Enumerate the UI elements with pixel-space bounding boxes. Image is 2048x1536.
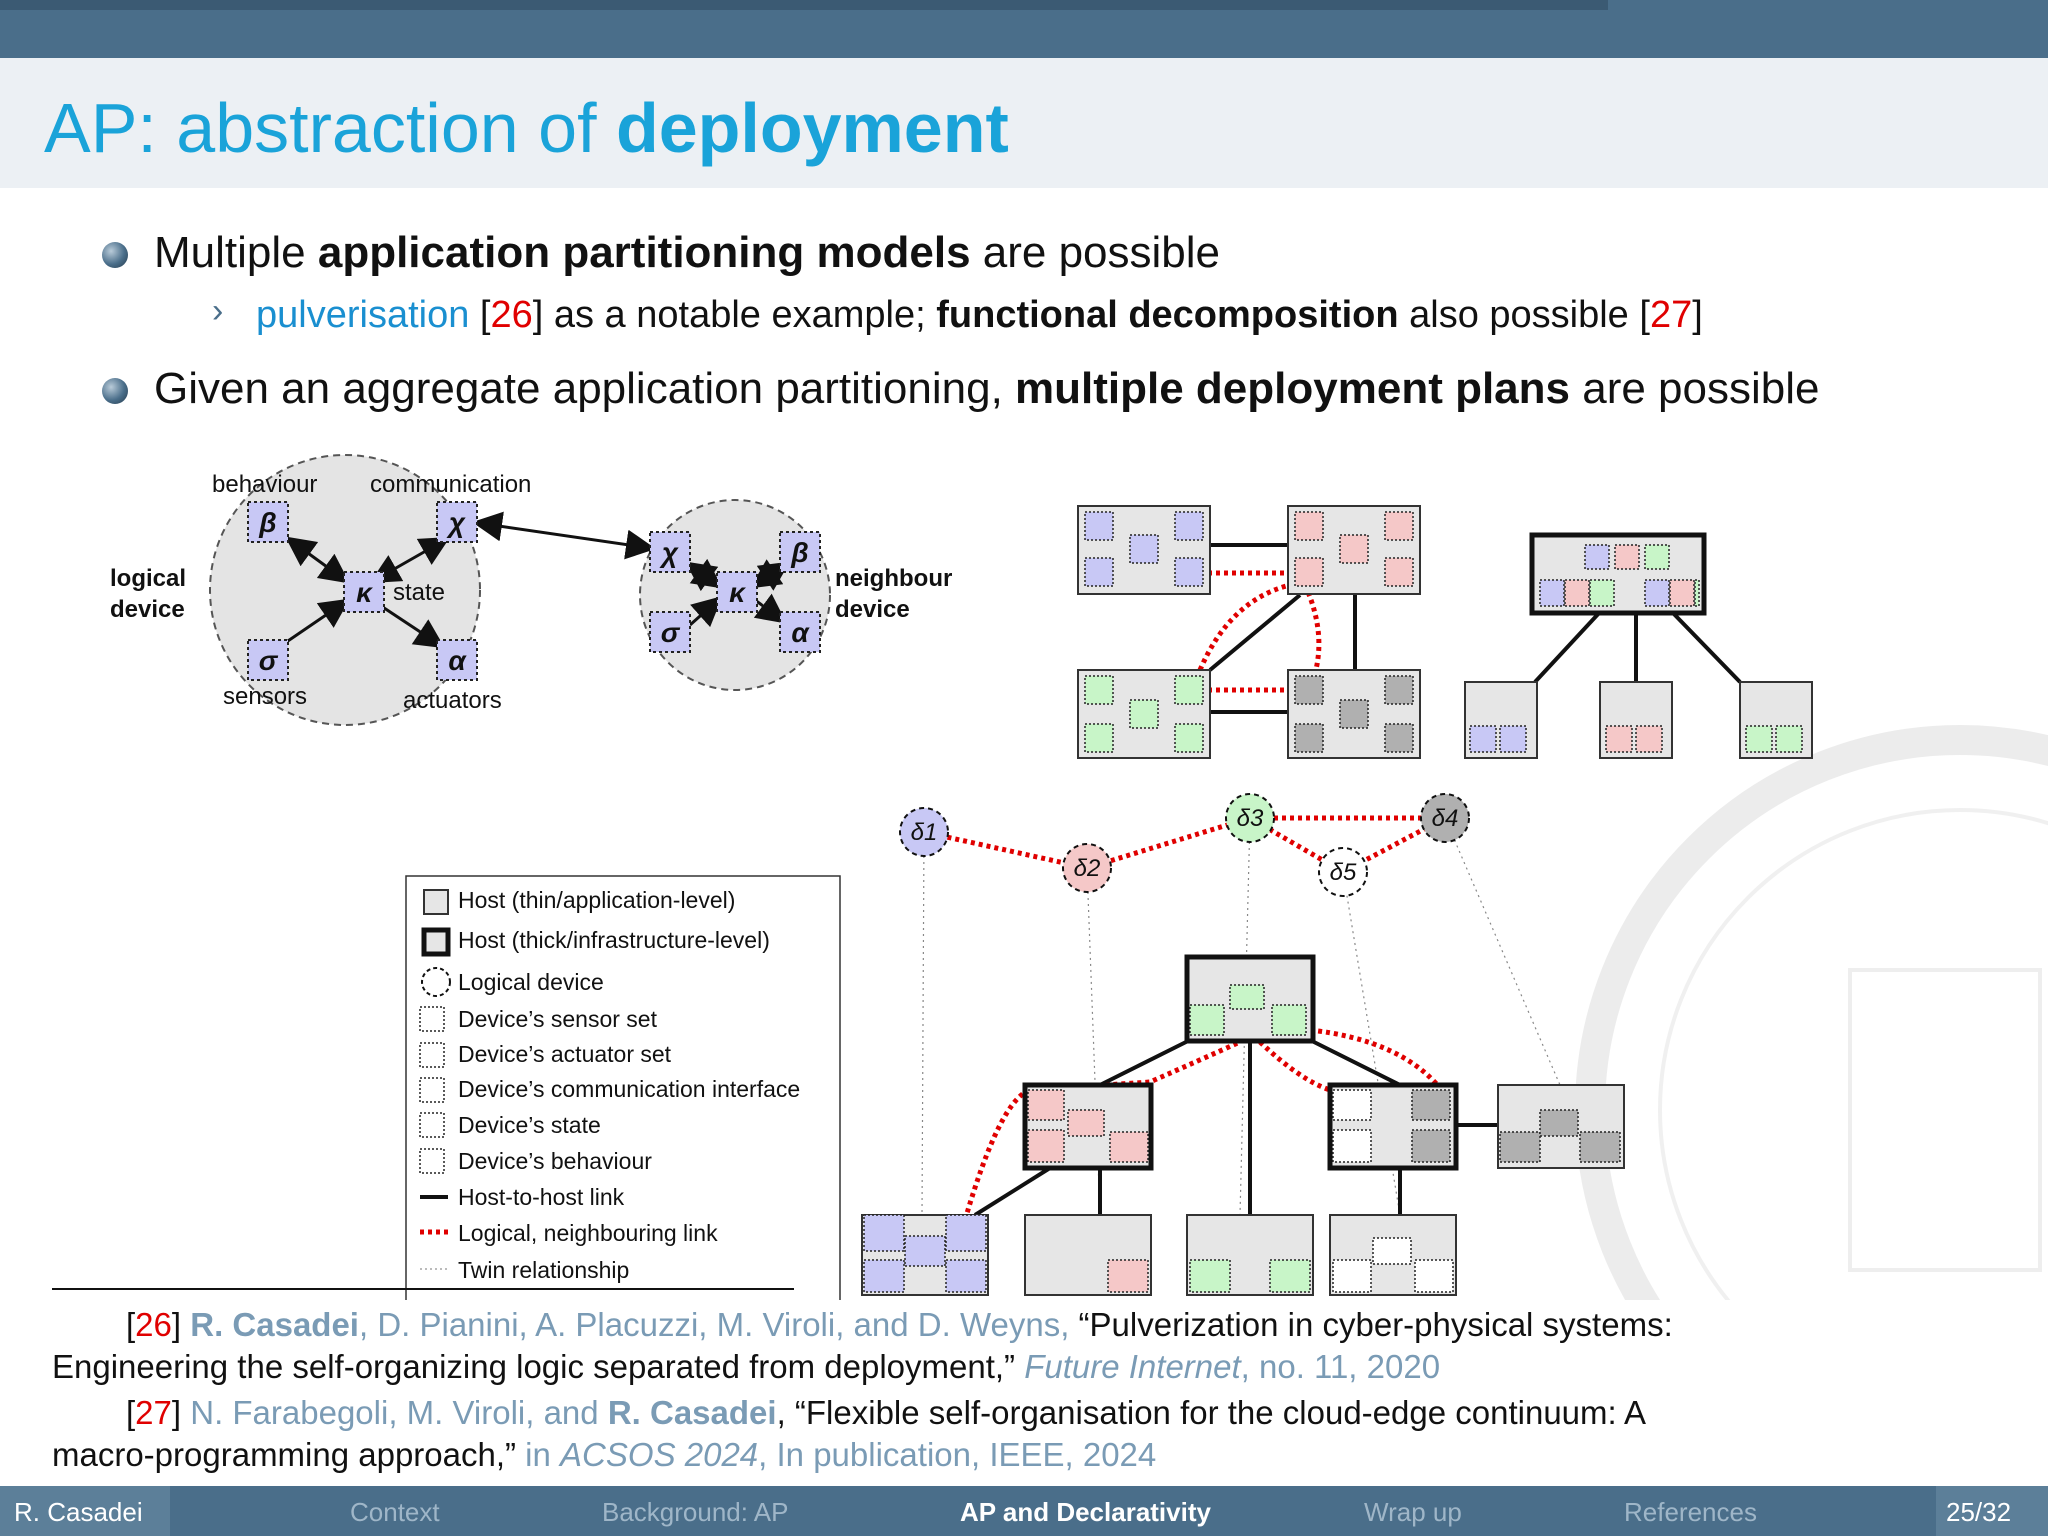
- legend-item-label: Device’s state: [458, 1112, 601, 1138]
- footer-section-wrap-up[interactable]: Wrap up: [1364, 1497, 1462, 1527]
- svg-text:δ5: δ5: [1330, 859, 1357, 886]
- bullet-2: Given an aggregate application partition…: [154, 364, 1820, 413]
- svg-text:σ: σ: [661, 617, 681, 648]
- delta-4-node: [1420, 793, 1470, 843]
- deployment-plan-1: [1077, 505, 1421, 759]
- reference-26-cont: Engineering the self-organizing logic se…: [52, 1348, 1441, 1385]
- legend-logical-device-swatch: [421, 967, 451, 997]
- slide-title: AP: abstraction of deployment: [44, 89, 1009, 167]
- communication-box: [436, 501, 478, 543]
- delta-5-node: [1318, 847, 1368, 897]
- legend-item-label: Logical device: [458, 969, 604, 995]
- legend-item-label: Logical, neighbouring link: [458, 1220, 718, 1246]
- footer-page-number: 25/32: [1936, 1486, 2048, 1536]
- reference-26: [26] R. Casadei, D. Pianini, A. Placuzzi…: [126, 1306, 1673, 1343]
- footer-section-ap-declarativity[interactable]: AP and Declarativity: [960, 1497, 1211, 1527]
- title-bar: [0, 58, 2048, 188]
- legend-item-label: Host-to-host link: [458, 1184, 625, 1210]
- svg-text:β: β: [258, 507, 276, 538]
- svg-text:sensors: sensors: [223, 683, 307, 710]
- legend-thick-host-swatch: [421, 927, 451, 957]
- legend-item-label: Device’s sensor set: [458, 1006, 658, 1032]
- reference-27: [27] N. Farabegoli, M. Viroli, and R. Ca…: [126, 1394, 1647, 1431]
- svg-text:χ: χ: [659, 537, 679, 568]
- pulverisation-link[interactable]: pulverisation: [256, 294, 470, 336]
- top-bar: [0, 0, 2048, 58]
- legend-item-label: Device’s actuator set: [458, 1041, 672, 1067]
- legend-item-label: Device’s communication interface: [458, 1076, 800, 1102]
- delta-3-node: [1225, 793, 1275, 843]
- logical-device-diagram: β χ κ σ α χ β κ σ α behaviour communicat…: [110, 454, 952, 726]
- svg-text:neighbour: neighbour: [835, 565, 952, 592]
- legend-item-label: Twin relationship: [458, 1257, 629, 1283]
- svg-text:device: device: [110, 596, 185, 623]
- reference-27-cont: macro-programming approach,” in ACSOS 20…: [52, 1436, 1157, 1473]
- footer-author: R. Casadei: [0, 1486, 170, 1536]
- svg-text:α: α: [791, 617, 810, 648]
- chevron-right-icon: ›: [212, 292, 224, 330]
- svg-text:σ: σ: [259, 645, 279, 676]
- legend-thin-host-swatch: [423, 889, 449, 915]
- svg-text:α: α: [448, 645, 467, 676]
- delta-1-node: [899, 807, 949, 857]
- references-rule: [52, 1288, 794, 1290]
- top-bar-progress: [0, 0, 1608, 10]
- svg-text:δ2: δ2: [1074, 855, 1101, 882]
- svg-text:device: device: [835, 596, 910, 623]
- svg-text:κ: κ: [729, 577, 746, 608]
- legend: Host (thin/application-level) Host (thick…: [405, 875, 841, 1300]
- svg-text:behaviour: behaviour: [212, 471, 317, 498]
- behaviour-box: [247, 501, 289, 543]
- deployment-diagram: β χ κ σ α χ β κ σ α behaviour communicat…: [52, 454, 2048, 1300]
- svg-text:communication: communication: [370, 471, 531, 498]
- bullet-icon: [102, 242, 128, 268]
- svg-text:κ: κ: [356, 577, 373, 608]
- svg-text:logical: logical: [110, 565, 186, 592]
- deployment-plan-3: δ1 δ2 δ3 δ4 δ5: [861, 793, 1625, 1296]
- ref-26-link[interactable]: 26: [490, 294, 533, 336]
- ref-27-link[interactable]: 27: [1649, 294, 1693, 336]
- svg-text:χ: χ: [446, 507, 466, 538]
- legend-item-label: Host (thin/application-level): [458, 887, 735, 913]
- svg-text:state: state: [393, 579, 445, 606]
- footer-section-background[interactable]: Background: AP: [602, 1497, 789, 1527]
- footer-nav: R. Casadei Context Background: AP AP and…: [0, 1486, 2048, 1536]
- svg-text:δ1: δ1: [911, 819, 938, 846]
- university-seal-watermark: [1575, 725, 2048, 1300]
- bullet-1-sub: pulverisation [26] as a notable example;…: [256, 294, 1703, 336]
- bullet-icon: [102, 378, 128, 404]
- actuators-box: [436, 639, 478, 681]
- state-box: [343, 571, 385, 613]
- legend-item-label: Host (thick/infrastructure-level): [458, 927, 770, 953]
- footer-section-references[interactable]: References: [1624, 1497, 1757, 1527]
- deployment-plan-2: [1464, 532, 1813, 759]
- bullet-1: Multiple application partitioning models…: [154, 228, 1221, 277]
- svg-text:δ4: δ4: [1432, 805, 1459, 832]
- footer-section-context[interactable]: Context: [350, 1497, 440, 1527]
- delta-2-node: [1062, 843, 1112, 893]
- svg-text:δ3: δ3: [1237, 805, 1264, 832]
- svg-text:β: β: [790, 537, 808, 568]
- sensors-box: [247, 639, 289, 681]
- svg-text:actuators: actuators: [403, 687, 502, 714]
- legend-item-label: Device’s behaviour: [458, 1148, 652, 1174]
